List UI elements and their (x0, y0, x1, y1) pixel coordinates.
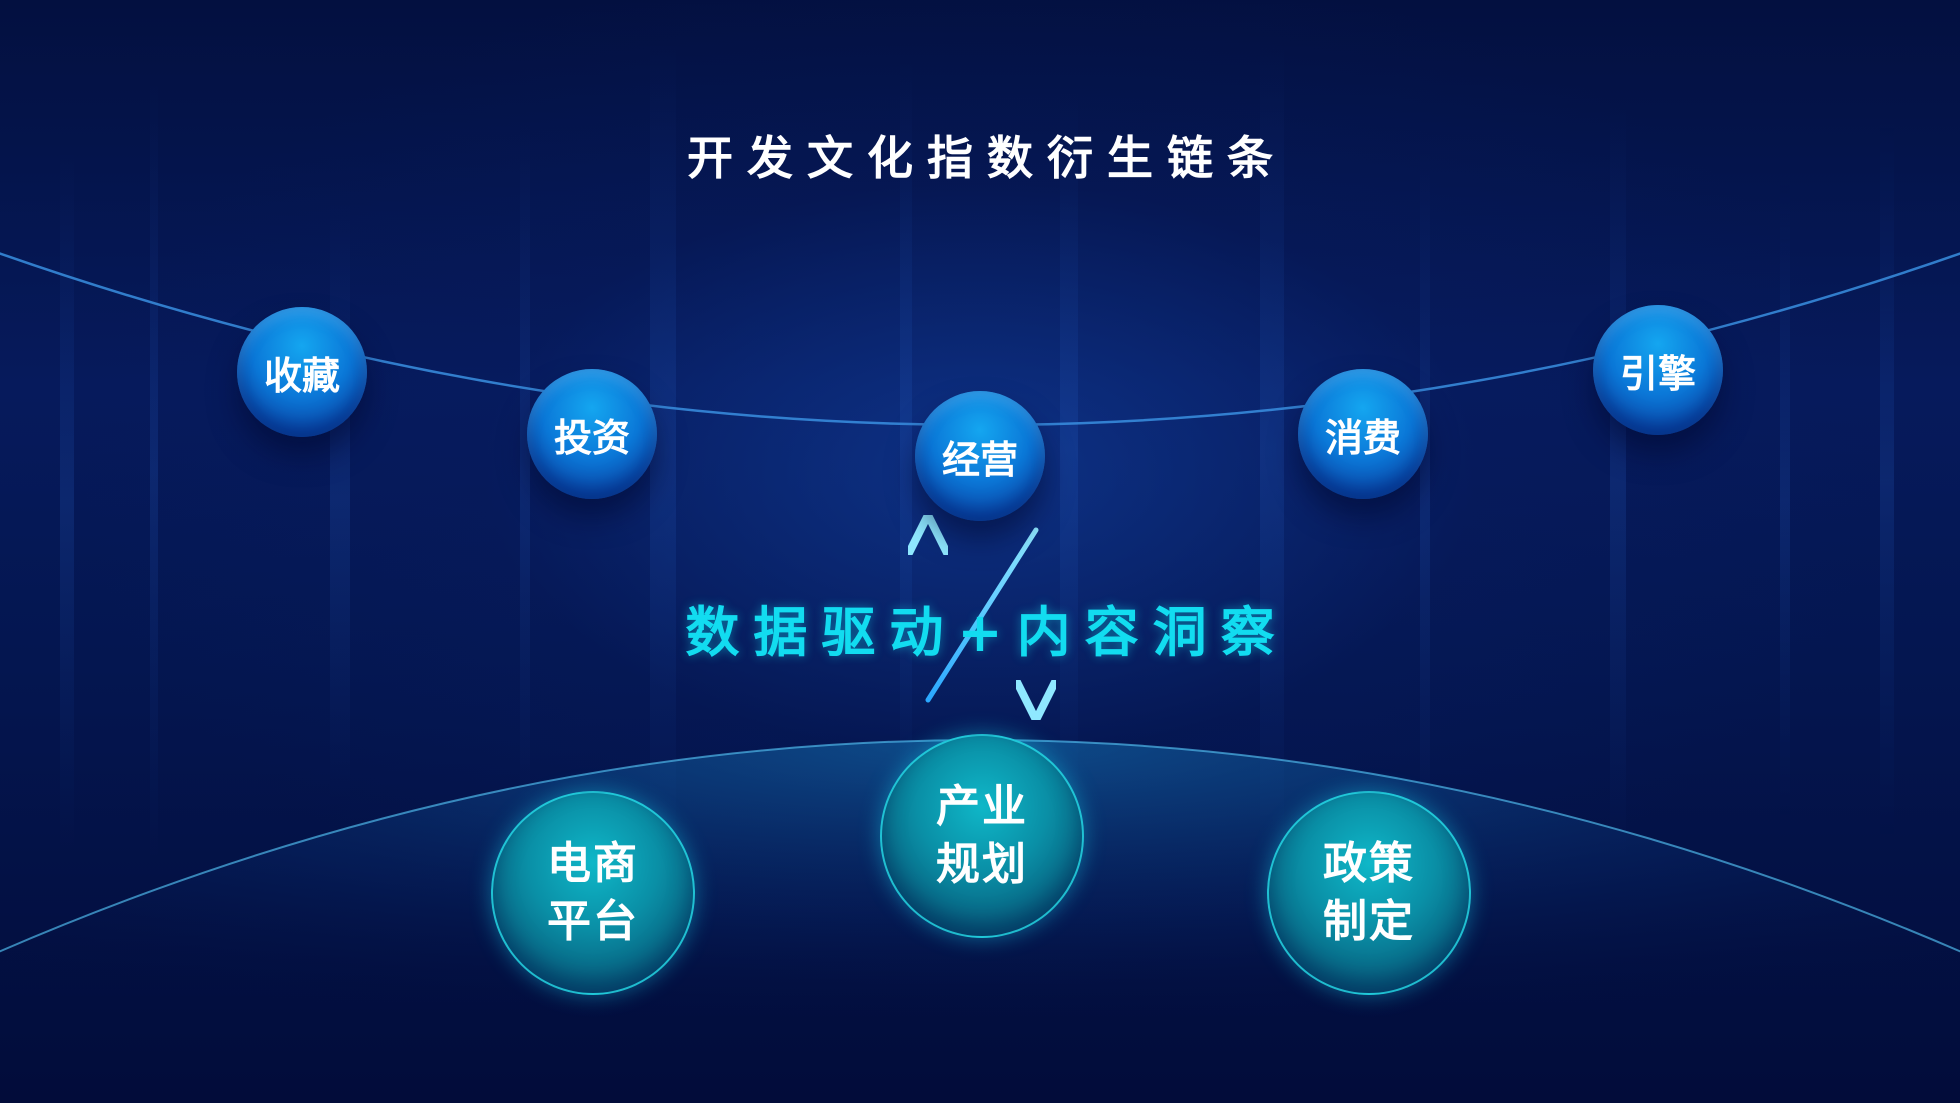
flow-arrows (928, 530, 1036, 700)
base-node-label: 电商平台 (547, 838, 639, 947)
chain-node-invest: 投资 (527, 369, 657, 499)
chain-node-label: 引擎 (1619, 351, 1696, 396)
chain-node-operate: 经营 (915, 391, 1045, 521)
vertical-bars (60, 40, 1894, 860)
base-node-label: 产业规划 (936, 781, 1028, 890)
chain-node-collect: 收藏 (237, 307, 367, 437)
base-node-policy: 政策制定 (1267, 791, 1471, 995)
center-slogan: 数据驱动+内容洞察 (685, 601, 1289, 664)
base-node-industry-planning: 产业规划 (880, 734, 1084, 938)
chain-node-consume: 消费 (1298, 369, 1428, 499)
chain-node-label: 消费 (1324, 415, 1401, 460)
base-node-ecommerce: 电商平台 (491, 791, 695, 995)
base-node-label: 政策制定 (1323, 838, 1415, 947)
chain-node-engine: 引擎 (1593, 305, 1723, 435)
chain-node-label: 经营 (941, 437, 1018, 482)
chain-node-label: 收藏 (263, 353, 340, 398)
diagram-title: 开发文化指数衍生链条 (687, 131, 1287, 185)
chain-node-label: 投资 (553, 415, 630, 460)
